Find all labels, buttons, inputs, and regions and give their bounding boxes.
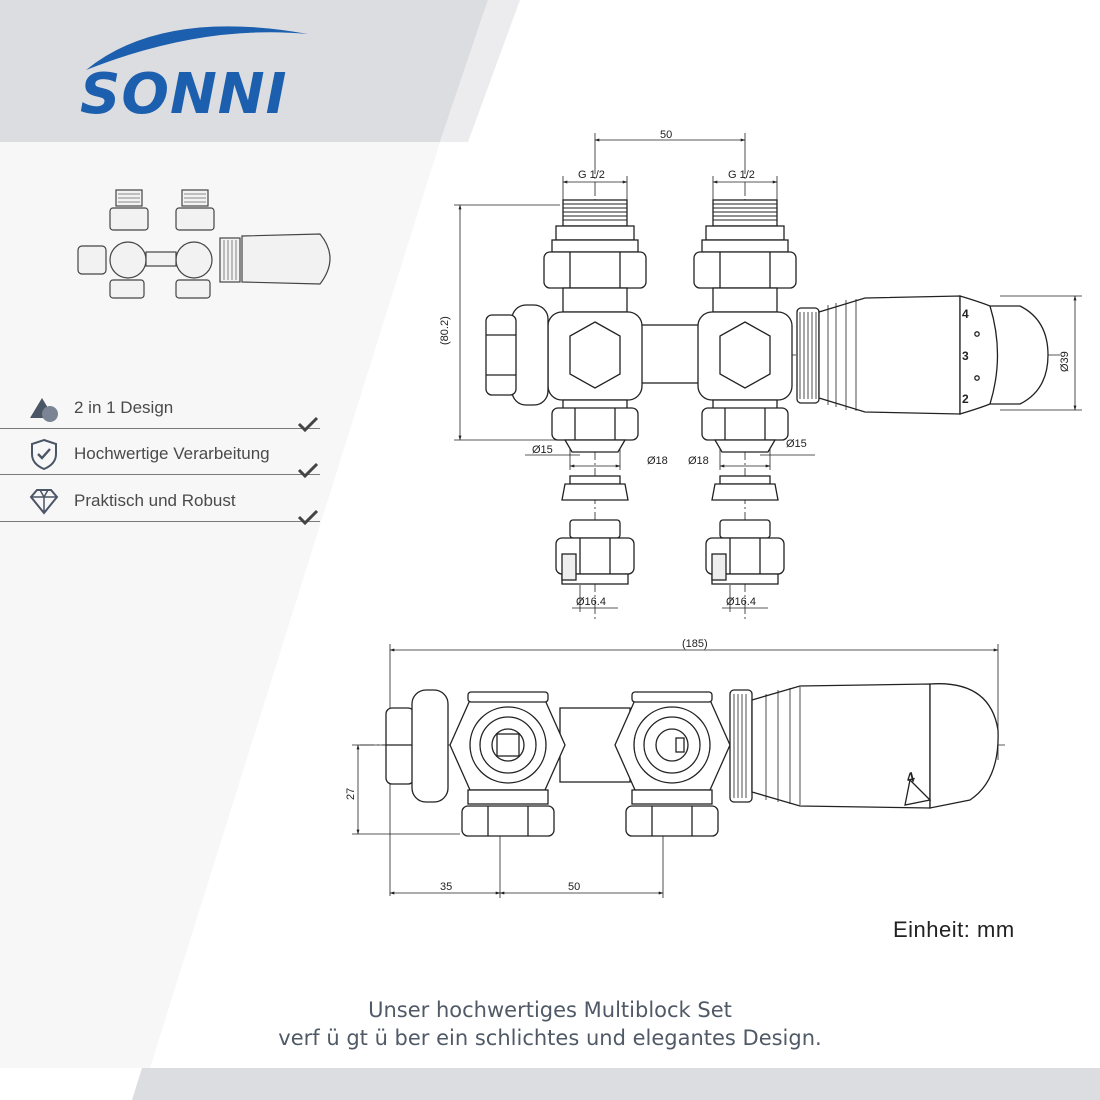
diamond-icon	[29, 489, 59, 515]
dim-compression-left: Ø16.4	[576, 596, 606, 608]
dim-spacing-top: 50	[660, 129, 672, 141]
brand-logo: SONNI	[80, 26, 308, 127]
top-view: 4 3 2	[454, 133, 1082, 620]
dim-head-diameter: Ø39	[1059, 351, 1071, 372]
triangle-circle-shapes-icon	[30, 398, 58, 422]
feature-item-robust: Praktisch und Robust	[0, 483, 320, 526]
checkmark-icon	[297, 509, 319, 526]
feature-label: 2 in 1 Design	[74, 398, 174, 417]
feature-label: Praktisch und Robust	[74, 491, 236, 510]
head-number-2: 2	[962, 392, 969, 406]
divider	[0, 428, 320, 429]
dim-thread-left: G 1/2	[578, 169, 605, 181]
dim-height: (80.2)	[439, 316, 451, 345]
feature-item-design: 2 in 1 Design	[0, 390, 320, 433]
feature-label: Hochwertige Verarbeitung	[74, 444, 270, 463]
shield-check-icon	[31, 438, 57, 470]
dim-pipe-left: Ø15	[532, 444, 553, 456]
divider	[0, 474, 320, 475]
unit-label: Einheit: mm	[893, 917, 1015, 942]
front-head-number: 4	[905, 768, 917, 786]
feature-item-quality: Hochwertige Verarbeitung	[0, 436, 320, 479]
dim-left-distance: 35	[440, 881, 452, 893]
dim-offset: 27	[345, 788, 357, 800]
dim-compression-right: Ø16.4	[726, 596, 756, 608]
dim-spacing-front: 50	[568, 881, 580, 893]
dim-total-length: (185)	[682, 638, 708, 650]
dim-thread-right: G 1/2	[728, 169, 755, 181]
dim-tube-right: Ø18	[688, 455, 709, 467]
brand-name: SONNI	[80, 62, 288, 127]
checkmark-icon	[297, 462, 319, 479]
divider	[0, 521, 320, 522]
dim-pipe-right: Ø15	[786, 438, 807, 450]
caption-line-2: verf ü gt ü ber ein schlichtes und elega…	[278, 1026, 822, 1050]
dim-tube-left: Ø18	[647, 455, 668, 467]
head-number-3: 3	[962, 349, 969, 363]
checkmark-icon	[297, 416, 319, 433]
head-number-4: 4	[962, 307, 969, 321]
caption-line-1: Unser hochwertiges Multiblock Set	[368, 998, 732, 1022]
logo-arc-icon	[86, 26, 308, 70]
front-view: 4	[352, 644, 1005, 898]
product-thumbnail	[77, 189, 331, 299]
